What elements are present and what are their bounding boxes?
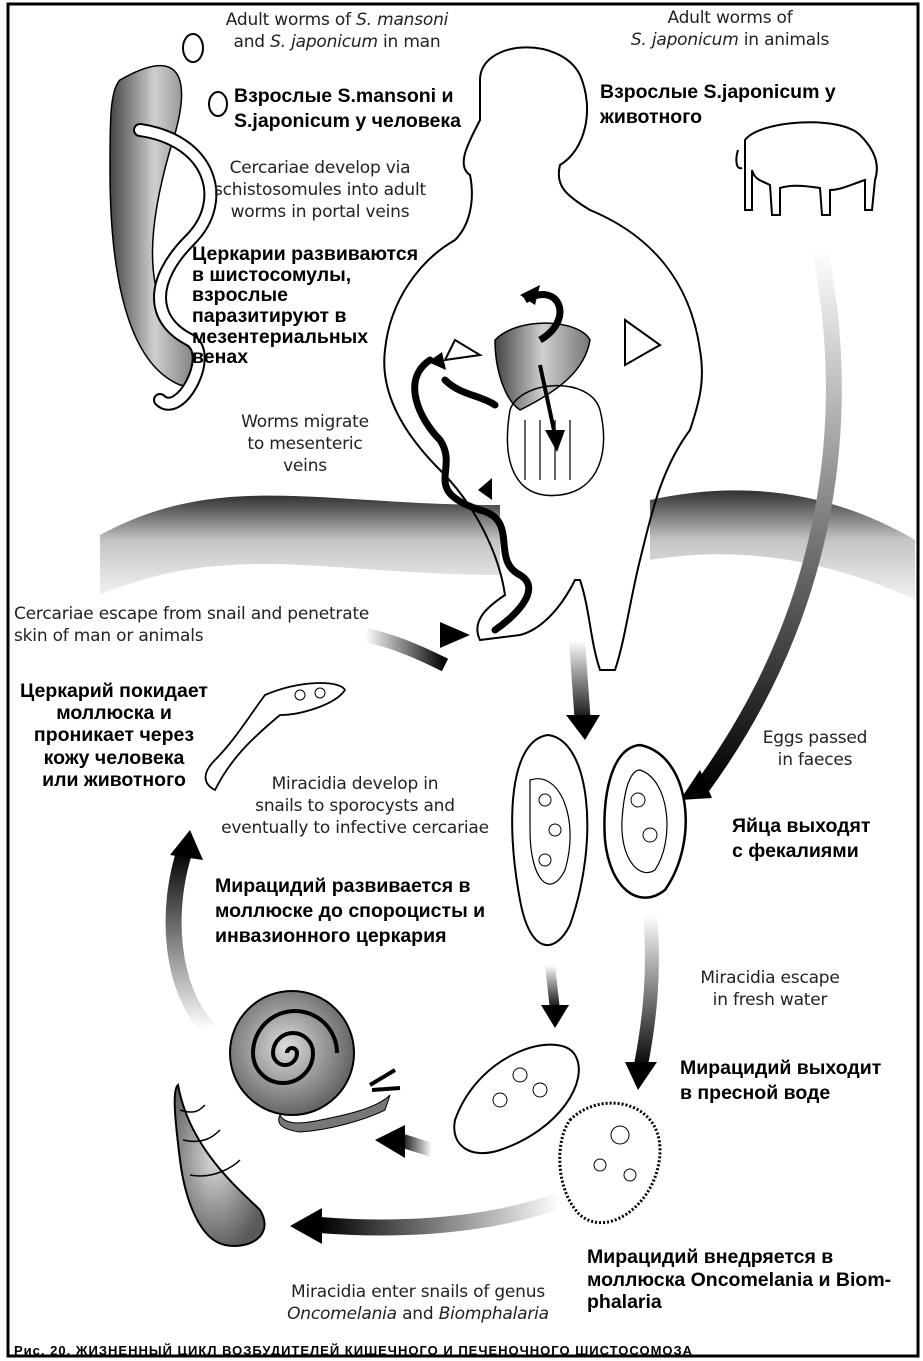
figure-caption: Рис. 20. ЖИЗНЕННЫЙ ЦИКЛ ВОЗБУДИТЕЛЕЙ КИШ… [14,1343,914,1360]
planorbid-snail [230,991,400,1132]
miracidia-develop-label-ru: Мирацидий развивается в моллюске до спор… [215,874,485,949]
cercariae-escape-label-ru: Церкарий покидает моллюска и проникает ч… [14,680,214,791]
cercaria-to-skin-arrow [365,635,445,665]
cercariae-develop-label-en: Cercariae develop via schistosomules int… [195,158,445,223]
human-to-egg-arrow [577,640,583,725]
adult-worms-in-animals-label-ru: Взрослые S.japonicum у животного [600,80,836,130]
adult-worms-in-man-label-en: Adult worms of S. mansoni and S. japonic… [207,10,467,54]
cow-illustration [736,122,877,215]
miracidia-enter-label-en: Miracidia enter snails of genus Oncomela… [278,1282,558,1326]
egg-to-sporocyst-arrow [550,965,555,1010]
miracidium [560,1103,660,1223]
eggs-passed-label-ru: Яйца выходят с фекалиями [732,814,870,864]
cercariae-develop-label-ru: Церкарии развиваются в шистосомулы, взро… [192,244,418,368]
miracidia-develop-label-en: Miracidia develop in snails to sporocyst… [205,774,505,839]
eggs-passed-label-en: Eggs passed in faeces [755,728,875,772]
miracidia-escape-label-ru: Мирацидий выходит в пресной воде [680,1056,881,1106]
miracidia-escape-label-en: Miracidia escape in fresh water [680,968,860,1012]
adult-worms-in-animals-label-en: Adult worms of S. japonicum in animals [620,8,840,52]
egg-to-miracidium-arrow [640,915,652,1070]
egg-elongated [512,735,587,945]
adult-worms-in-man-label-ru: Взрослые S.mansoni и S.japonicum у челов… [234,84,461,134]
conical-snail [175,1085,265,1246]
miracidia-enter-label-ru: Мирацидий внедряется в моллюска Oncomela… [587,1246,891,1314]
worms-migrate-label-en: Worms migrate to mesenteric veins [225,412,385,477]
cercariae-escape-label-en: Cercariae escape from snail and penetrat… [14,604,369,648]
egg-oval [604,745,685,898]
miracidium-to-snail-arrow [320,1200,560,1227]
sporocyst [454,1045,579,1153]
snail-to-cercaria-arrow [174,850,210,1030]
